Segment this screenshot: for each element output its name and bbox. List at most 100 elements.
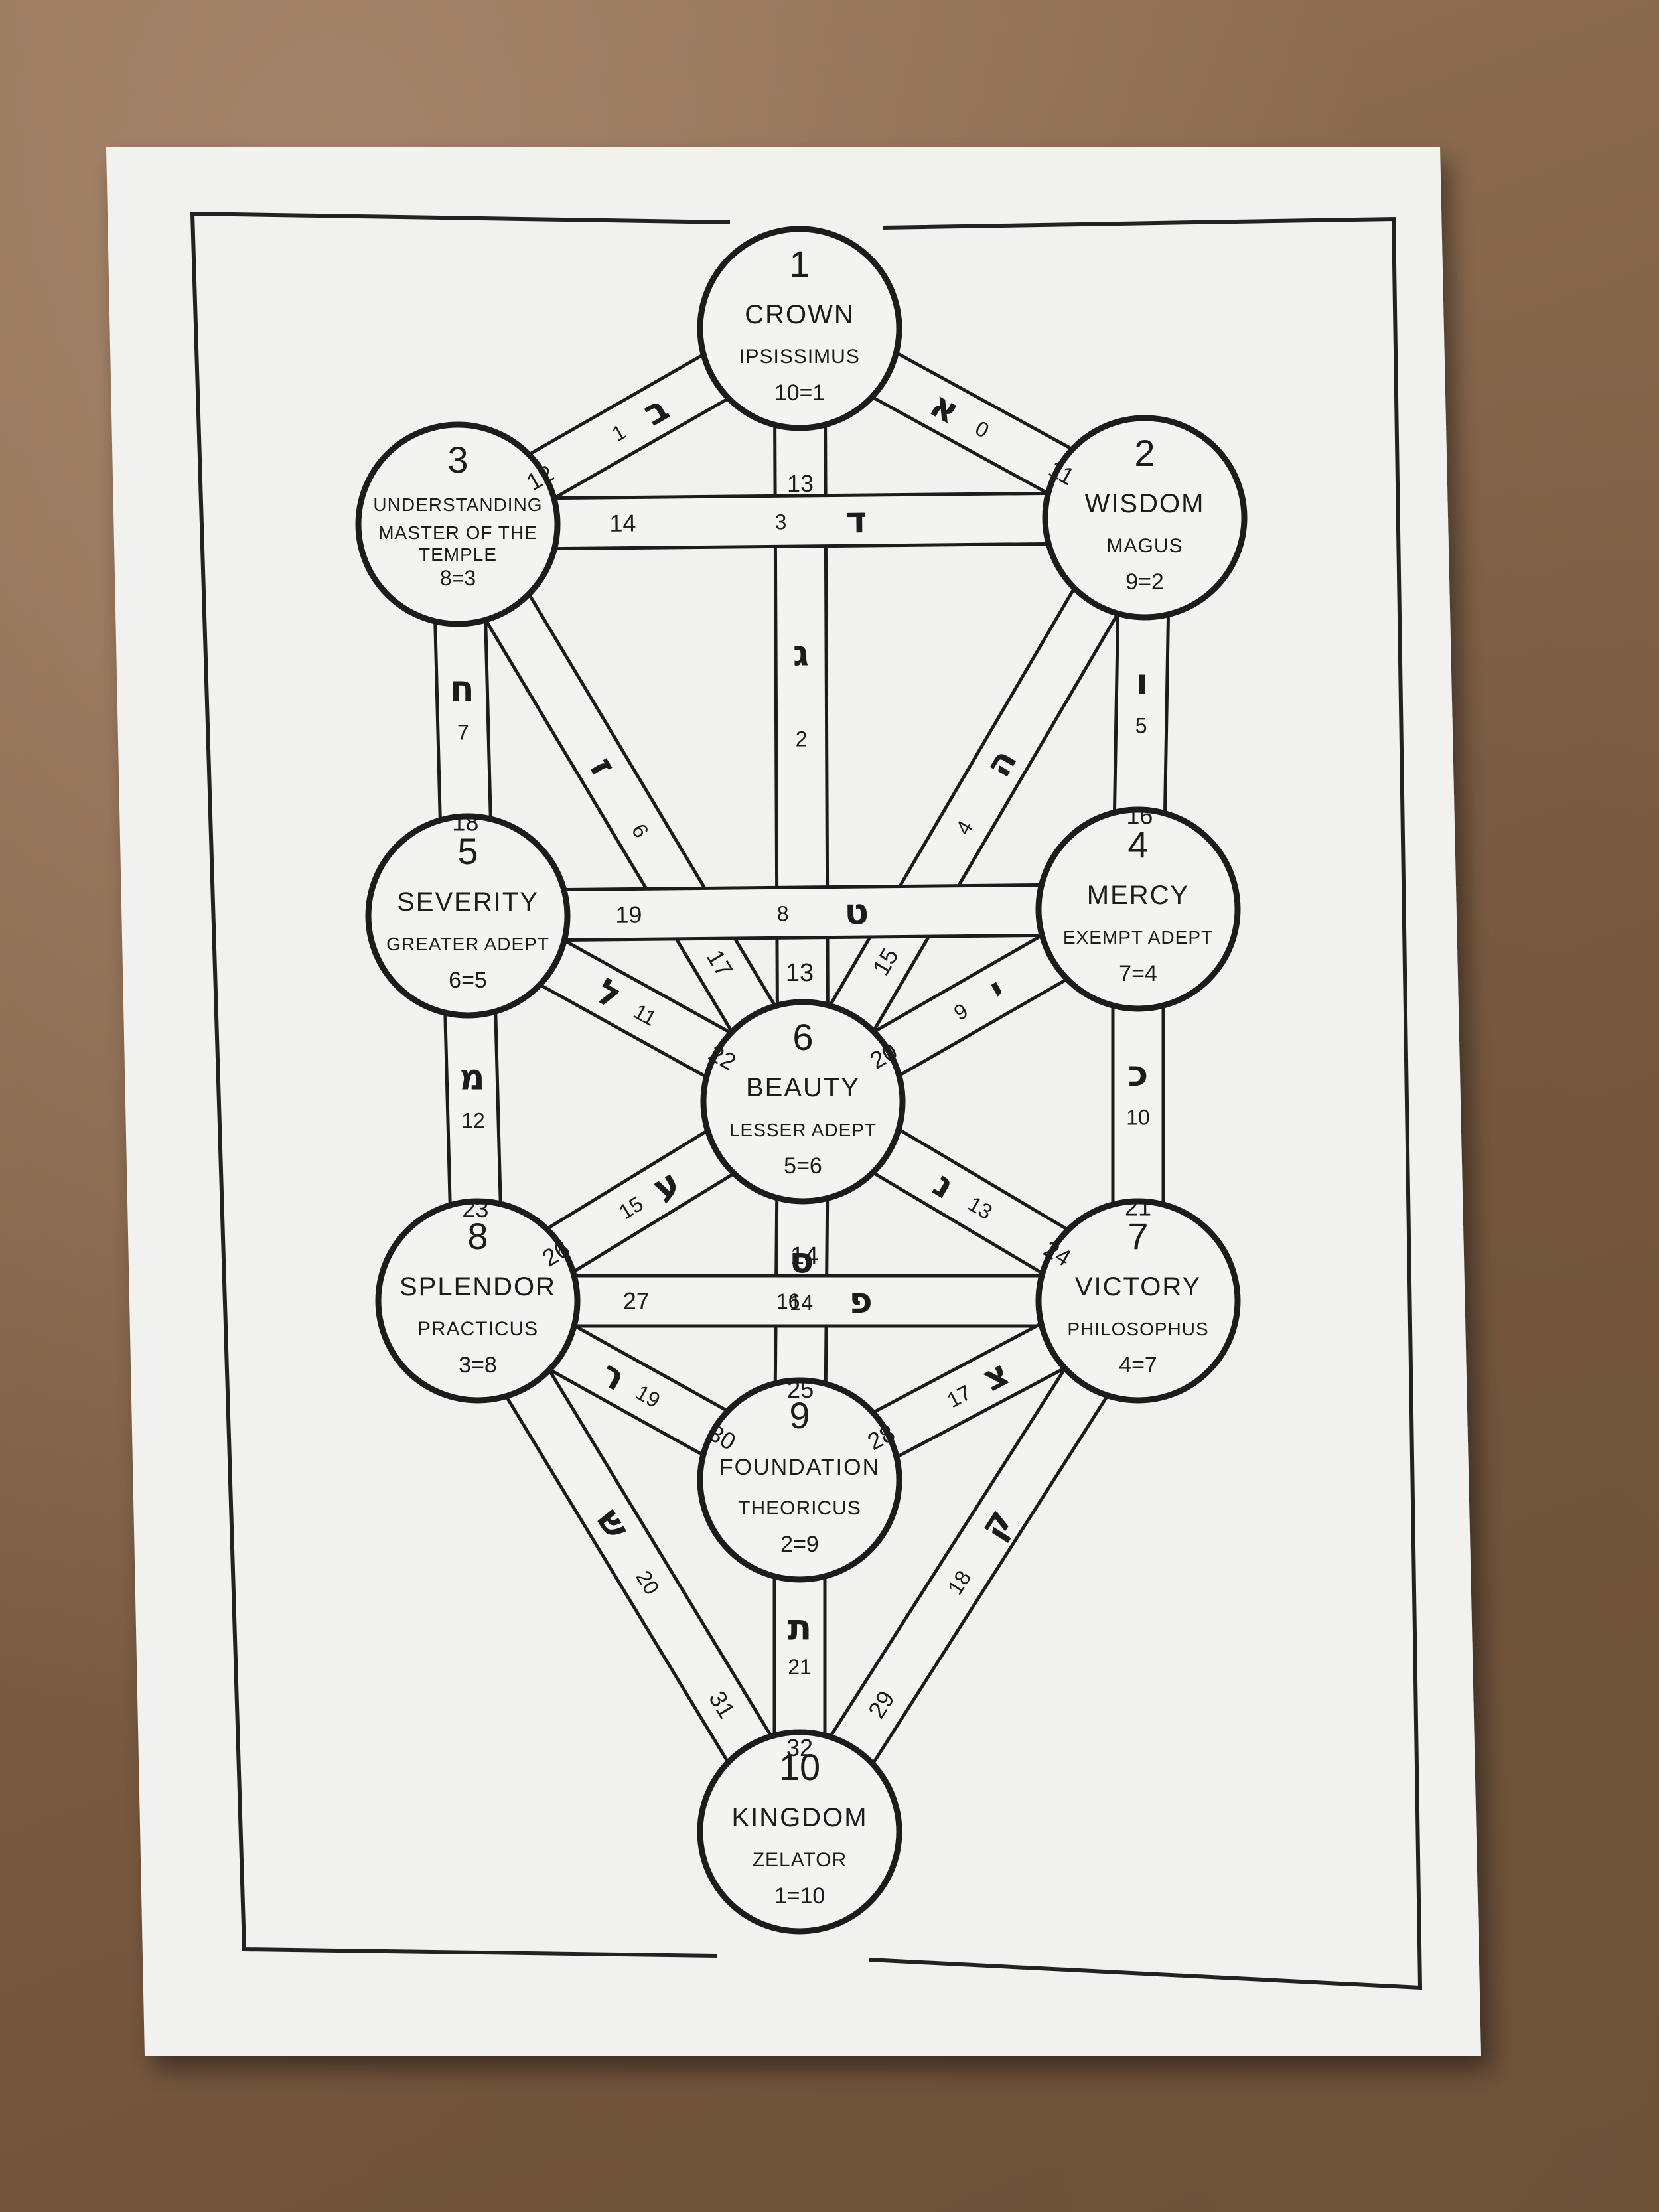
sephirah-number: 8 [467,1215,488,1257]
sephirah-name: VICTORY [1075,1272,1201,1301]
hebrew-letter: ד [845,499,867,541]
frame-border [190,211,1423,1990]
sephirah-title: ZELATOR [753,1849,847,1871]
path-number-label: 16 [1126,802,1153,829]
hebrew-letter: מ [459,1057,485,1098]
trump-number: 21 [788,1655,812,1679]
path-27 [478,1274,1138,1328]
path-31 [455,1287,823,1846]
sephirah-circle [700,999,906,1205]
path-edge [457,490,1145,501]
sephirah-circle [697,1729,902,1935]
sephirah-circle [365,813,571,1019]
path-number-label-extra-13: 13 [786,959,814,987]
sephirah-title: PRACTICUS [417,1318,538,1340]
sephirah-circle [355,421,561,627]
path-number-label: 13 [787,470,814,497]
path-edge [498,1287,823,1820]
path-number-label: 21 [1125,1193,1151,1220]
path-17 [435,510,826,1116]
hebrew-letter: ט [844,891,869,932]
sephirah-title: THEORICUS [738,1497,861,1519]
path-edge [772,329,780,1102]
sephirah-number: 3 [447,439,468,480]
trump-number: 10 [1126,1106,1150,1130]
path-edge [467,882,1138,893]
sephirah-name: BEAUTY [746,1073,860,1102]
sephirah-number: 1 [789,243,810,285]
path-number-label: 27 [623,1288,650,1315]
sephirah-grade: 2=9 [780,1532,819,1557]
sephirah-number: 10 [779,1746,820,1788]
path-number-label: 19 [615,901,642,928]
sephirah-name: CROWN [745,300,855,329]
path-number-label: 25 [787,1376,814,1403]
sephirah-name: MERCY [1087,881,1189,910]
sephirah-grade: 9=2 [1125,569,1164,595]
sephirah-title: PHILOSOPHUS [1067,1319,1208,1339]
hebrew-letter: ו [1136,661,1149,703]
path-edge [455,1313,780,1846]
path-edge [780,504,1125,1090]
path-29 [776,1286,1161,1846]
sephirah-circle [375,1198,581,1404]
hebrew-letter: ח [450,668,474,709]
sephirah-circle [697,226,902,431]
sephirah-title: LESSER ADEPT [729,1120,877,1140]
sephirah-grade: 1=10 [774,1883,826,1909]
hebrew-letter: ת [788,1607,812,1649]
trump-number: 16 [776,1290,800,1313]
sephirah-name: WISDOM [1085,489,1205,518]
trump-number: 14 [790,1291,814,1315]
sephirah-circle [697,1377,902,1583]
path-edge [435,536,783,1116]
sephirah-name: SPLENDOR [399,1272,556,1301]
sephirah-title: EXEMPT ADEPT [1063,927,1213,948]
sephirah-title: IPSISSIMUS [739,346,860,368]
trump-number: 5 [1135,714,1147,738]
sephirah-grade: 6=5 [449,968,487,993]
sephirah-name: KINGDOM [731,1803,867,1832]
path-edge [823,529,1168,1116]
sephirah-title: MASTER OF THE [378,522,538,543]
path-number-label: 14 [609,509,636,536]
sephirah-number: 7 [1127,1215,1148,1257]
sephirah-number: 9 [789,1394,810,1436]
sephirah-grade: 10=1 [774,380,826,406]
path-number-label: 32 [786,1734,813,1761]
path-edge [819,1313,1161,1846]
trump-number: 2 [796,727,808,751]
sephirah-grade: 5=6 [784,1153,822,1179]
path-number-label-extra-14: 14 [790,1242,818,1270]
path-edge [823,328,830,1102]
path-edge [478,510,826,1090]
path-15 [780,504,1168,1116]
sephirah-grade: 3=8 [459,1353,497,1378]
hebrew-letter: ס [790,1239,814,1281]
sephirah-name: FOUNDATION [719,1455,880,1480]
sephirah-name: UNDERSTANDING [373,494,542,515]
sephirah-name: SEVERITY [397,887,539,917]
trump-number: 7 [457,721,469,745]
path-19 [467,882,1139,943]
path-number-label: 23 [462,1195,488,1222]
path-edge [776,1286,1119,1819]
sephirah-circle [1035,1198,1241,1404]
sephirah-title-cont: TEMPLE [419,544,497,565]
path-edge [468,932,1139,943]
path-edge [458,541,1145,552]
hebrew-letter: ג [793,632,809,674]
sephirah-grade: 7=4 [1119,961,1157,986]
sephirah-circle [1035,806,1241,1012]
hebrew-letter: כ [1128,1053,1149,1094]
